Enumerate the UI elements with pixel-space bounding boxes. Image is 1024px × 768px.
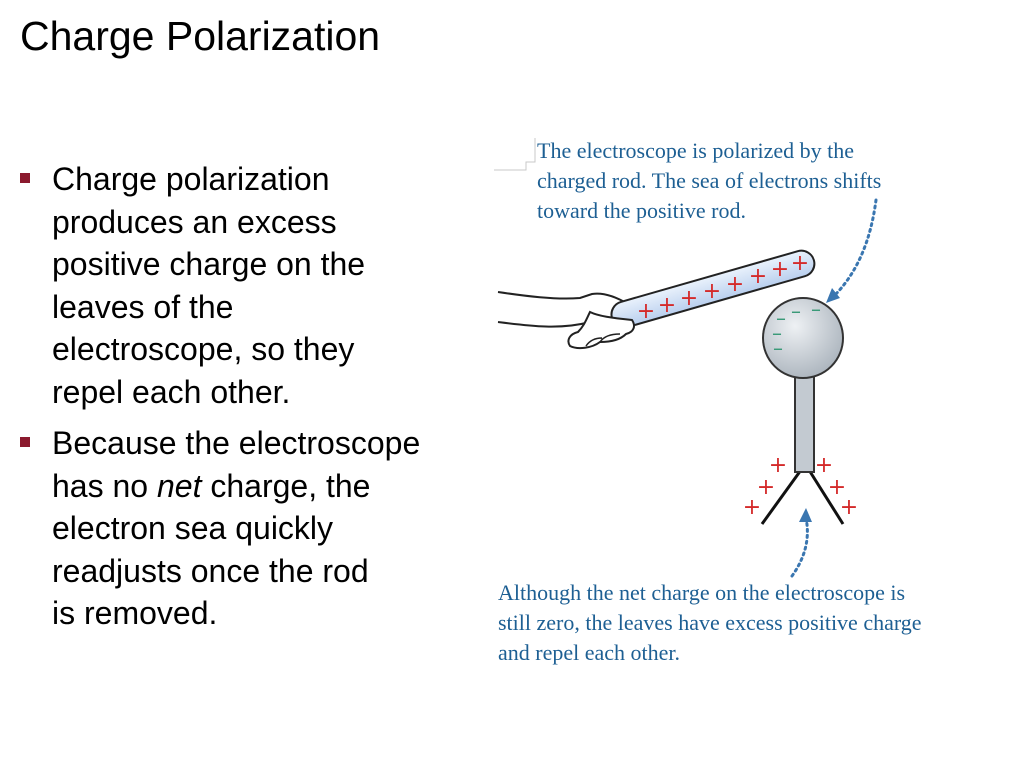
bullet-2-line-2-pre: has no bbox=[52, 467, 157, 504]
caption-top-line-2: charged rod. The sea of electrons shifts bbox=[537, 168, 882, 193]
bullet-2-line-4: readjusts once the rod bbox=[52, 552, 369, 589]
bullet-1-line-4: leaves of the bbox=[52, 288, 234, 325]
rod-plus-sign: + bbox=[637, 299, 655, 324]
bullet-2-line-1: Because the electroscope bbox=[52, 425, 421, 461]
caption-top-line-1: The electroscope is polarized by the bbox=[537, 138, 855, 163]
rod-plus-sign: + bbox=[791, 251, 809, 276]
bullet-item-2: Because the electroscope has no net char… bbox=[20, 422, 490, 635]
leaf-plus-signs: ++++++ bbox=[743, 453, 858, 520]
hand-fingers bbox=[567, 310, 635, 350]
bullet-1-line-3: positive charge on the bbox=[52, 246, 366, 282]
leaf-plus-sign: + bbox=[840, 495, 858, 520]
sphere-minus-signs: ––––– bbox=[772, 297, 821, 360]
arrow-head-top bbox=[826, 288, 840, 303]
sphere-minus-sign: – bbox=[772, 321, 782, 345]
square-bullet-icon bbox=[20, 173, 30, 183]
bullet-1-line-5: electroscope, so they bbox=[52, 331, 355, 367]
caption-top: The electroscope is polarized by the cha… bbox=[537, 136, 977, 226]
sphere-minus-sign: – bbox=[773, 336, 783, 360]
leaf-plus-sign: + bbox=[815, 453, 833, 478]
sphere-minus-sign: – bbox=[811, 297, 821, 321]
bullet-2-line-2-post: charge, the bbox=[201, 467, 371, 504]
electroscope-leaf-right bbox=[807, 469, 845, 525]
rod-plus-sign: + bbox=[658, 293, 676, 318]
rod-plus-sign: + bbox=[680, 286, 698, 311]
bullet-1-line-2: produces an excess bbox=[52, 203, 337, 240]
rod-plus-signs: ++++++++ bbox=[637, 251, 809, 324]
caption-top-line-3: toward the positive rod. bbox=[537, 198, 746, 223]
leaf-plus-sign: + bbox=[743, 495, 761, 520]
leaf-plus-sign: + bbox=[769, 453, 787, 478]
caption-bracket bbox=[494, 138, 536, 171]
caption-bottom-line-1: Although the net charge on the electrosc… bbox=[498, 580, 906, 605]
sphere-minus-sign: – bbox=[791, 299, 801, 323]
charged-rod bbox=[610, 249, 816, 329]
leaf-plus-sign: + bbox=[828, 475, 846, 500]
bullet-2-line-5: is removed. bbox=[52, 595, 218, 631]
electroscope-leaf-left bbox=[760, 469, 803, 525]
bullet-item-1: Charge polarization produces an excess p… bbox=[20, 158, 490, 413]
caption-bottom: Although the net charge on the electrosc… bbox=[498, 578, 1024, 668]
rod-plus-sign: + bbox=[771, 257, 789, 282]
electroscope-stem bbox=[794, 371, 815, 473]
caption-bottom-line-3: and repel each other. bbox=[498, 640, 681, 665]
dotted-arrow-bottom bbox=[790, 516, 809, 578]
bullet-2-line-3: electron sea quickly bbox=[52, 510, 334, 546]
caption-bottom-line-2: still zero, the leaves have excess posit… bbox=[498, 610, 922, 635]
bullet-1-line-6: repel each other. bbox=[52, 373, 291, 410]
leaf-plus-sign: + bbox=[757, 475, 775, 500]
rod-plus-sign: + bbox=[703, 279, 721, 304]
bullet-list: Charge polarization produces an excess p… bbox=[20, 158, 490, 644]
arm-sleeve bbox=[497, 291, 630, 328]
hand-knuckles bbox=[585, 333, 621, 347]
electroscope-sphere bbox=[762, 297, 844, 379]
square-bullet-icon bbox=[20, 437, 30, 447]
bullet-1-line-1: Charge polarization bbox=[52, 161, 330, 197]
slide-title: Charge Polarization bbox=[20, 13, 381, 59]
rod-plus-sign: + bbox=[726, 272, 744, 297]
sphere-minus-sign: – bbox=[776, 306, 786, 330]
bullet-2-emphasis-net: net bbox=[156, 467, 202, 504]
rod-plus-sign: + bbox=[749, 264, 767, 289]
arrow-head-bottom bbox=[799, 508, 812, 522]
